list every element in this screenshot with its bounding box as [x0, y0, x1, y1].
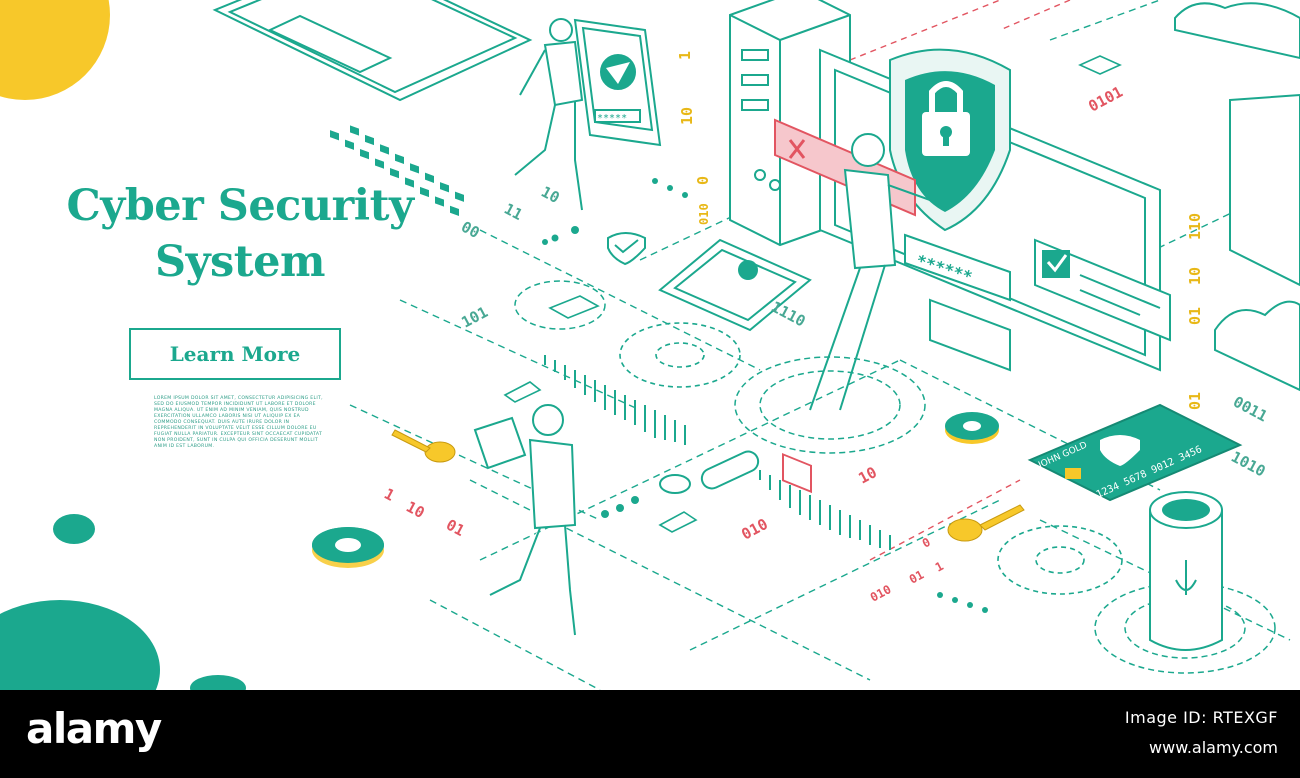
binary-code: 10 — [678, 107, 696, 125]
binary-code: 10 — [855, 463, 879, 487]
phone-paper-plane-icon: ***** — [573, 18, 662, 147]
binary-code: 1110 — [768, 298, 808, 331]
laptop-illustration — [212, 0, 533, 217]
key-icon-left — [391, 429, 456, 463]
binary-code: 01 — [1186, 307, 1204, 325]
brand-logo[interactable]: alamy — [26, 704, 162, 753]
credit-card — [1027, 403, 1243, 502]
target-rings — [514, 280, 1276, 674]
binary-code: 10 — [403, 498, 427, 522]
body-paragraph: Lorem ipsum dolor sit amet, consectetur … — [154, 396, 323, 449]
binary-code: 01 — [443, 516, 467, 540]
cloud-icons — [1174, 2, 1300, 392]
binary-code: 1010 — [1228, 448, 1268, 481]
phone-user-profile-icon — [658, 238, 812, 332]
binary-code: 1 — [676, 51, 694, 60]
binary-code: 010 — [738, 515, 770, 544]
smart-speaker-icon — [1149, 491, 1223, 651]
person-with-tablet — [473, 404, 577, 636]
key-icon-right — [947, 504, 1025, 542]
gear-icon-left — [312, 527, 384, 568]
binary-code: 0 — [920, 535, 933, 551]
gear-icon-right — [945, 412, 999, 444]
binary-code: 110 — [1186, 213, 1204, 240]
verified-window-icon — [1034, 238, 1171, 342]
gear-outline-icons — [619, 322, 1123, 595]
page-title: Cyber Security System — [30, 178, 450, 290]
binary-code: 010 — [868, 582, 894, 605]
binary-code: 01 — [1186, 392, 1204, 410]
side-panel-right — [1229, 93, 1300, 287]
svg-text:*****: ***** — [597, 113, 627, 124]
teal-dot-decoration — [53, 514, 95, 544]
binary-code: 10 — [1186, 267, 1204, 285]
binary-code: 00 — [458, 218, 482, 242]
binary-code: 0011 — [1230, 393, 1270, 426]
microphone-icon — [659, 450, 760, 494]
person-walking-top — [514, 18, 584, 211]
shield-lock-icon — [889, 48, 1011, 232]
red-dashed-lines — [849, 0, 1071, 561]
binary-code: 0 — [694, 176, 712, 185]
footer-bar: alamy Image ID: RTEXGF www.alamy.com — [0, 690, 1300, 778]
learn-more-button[interactable]: Learn More — [129, 328, 341, 380]
title-line-1: Cyber Security — [66, 181, 414, 231]
illustration-canvas: ***** — [0, 0, 1300, 690]
teal-oval-decoration — [190, 675, 246, 690]
binary-code: 101 — [458, 303, 490, 332]
envelope-icons — [503, 55, 1122, 533]
dot-trail — [542, 178, 988, 613]
sound-wave-graphic — [544, 355, 891, 550]
binary-code: 010 — [697, 203, 711, 225]
isometric-security-scene: ***** — [212, 0, 1300, 690]
binary-code: 01 — [907, 568, 926, 587]
image-id-label: Image ID: RTEXGF — [1124, 708, 1278, 727]
password-bar: ****** — [904, 233, 1011, 302]
binary-code: 1 — [381, 485, 397, 505]
site-url-link[interactable]: www.alamy.com — [1149, 738, 1278, 757]
person-at-monitor — [809, 133, 931, 411]
title-line-2: System — [155, 237, 325, 287]
binary-code: 1 — [933, 559, 946, 575]
binary-code: 11 — [501, 200, 525, 224]
small-shield-badge — [607, 232, 646, 266]
binary-code: 0101 — [1085, 83, 1125, 116]
binary-code: 10 — [538, 183, 562, 207]
